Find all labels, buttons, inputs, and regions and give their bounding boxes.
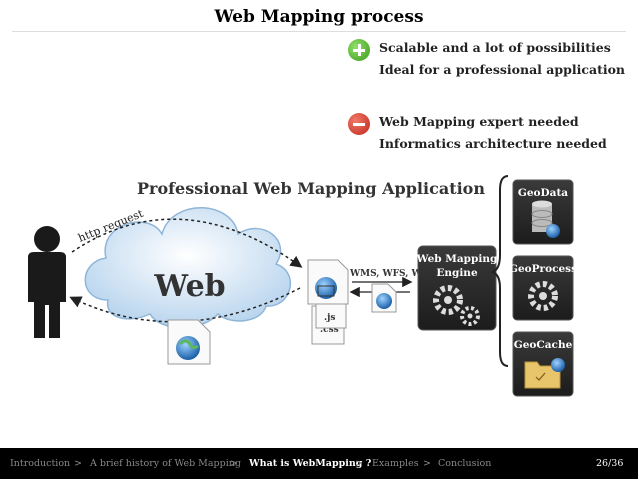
gears-icon: [433, 285, 480, 326]
nav-introduction[interactable]: Introduction: [10, 458, 71, 469]
gear-icon: [528, 281, 558, 311]
nav-separator: >: [423, 458, 431, 469]
pro-item: Scalable and a lot of possibilities: [379, 40, 611, 55]
geodata-box: GeoData: [512, 179, 574, 245]
pro-item: Ideal for a professional application: [379, 62, 626, 77]
engine-label-1: Web Mapping: [416, 253, 498, 265]
title-divider: [12, 31, 626, 32]
geoprocess-label: GeoProcess: [509, 263, 577, 275]
nav-separator: >: [355, 458, 363, 469]
cloud-label: Web: [153, 269, 225, 304]
page-number: 26/36: [596, 458, 624, 469]
folder-icon: [524, 358, 565, 389]
user-icon: [28, 226, 66, 338]
web-cloud: Web: [84, 207, 292, 329]
nav-what-is-webmapping[interactable]: What is WebMapping ?: [249, 458, 372, 469]
web-mapping-diagram: Professional Web Mapping Application Web…: [28, 175, 577, 397]
nav-examples[interactable]: Examples: [372, 458, 419, 469]
plus-icon: [348, 39, 370, 61]
request-arrow: [71, 218, 303, 268]
nav-conclusion[interactable]: Conclusion: [438, 458, 492, 469]
geoprocess-box: GeoProcess: [509, 255, 577, 321]
protocols-label: WMS, WFS, WPS: [349, 269, 435, 279]
footer-nav: Introduction > A brief history of Web Ma…: [0, 448, 638, 479]
engine-label-2: Engine: [436, 267, 478, 279]
server-files-icon: .css .js: [307, 259, 349, 345]
services-bracket: [491, 175, 509, 367]
geocache-box: GeoCache: [512, 331, 574, 397]
con-item: Web Mapping expert needed: [379, 114, 579, 129]
globe-file-icon: [371, 283, 397, 313]
cons-block: Web Mapping expert needed Informatics ar…: [348, 111, 628, 155]
con-item: Informatics architecture needed: [379, 136, 607, 151]
nav-separator: >: [230, 458, 238, 469]
js-file-label: .js: [324, 313, 335, 323]
minus-icon: [348, 113, 370, 135]
map-file-icon: [167, 319, 211, 365]
geodata-label: GeoData: [518, 187, 568, 199]
slide-title: Web Mapping process: [214, 7, 424, 27]
geocache-label: GeoCache: [514, 339, 573, 351]
web-mapping-engine: Web Mapping Engine: [416, 245, 498, 331]
nav-brief-history[interactable]: A brief history of Web Mapping: [90, 458, 241, 469]
css-file-label: .css: [320, 325, 339, 335]
database-icon: [531, 200, 560, 238]
pros-block: Scalable and a lot of possibilities Idea…: [348, 37, 628, 81]
diagram-heading: Professional Web Mapping Application: [137, 179, 485, 198]
nav-separator: >: [74, 458, 82, 469]
